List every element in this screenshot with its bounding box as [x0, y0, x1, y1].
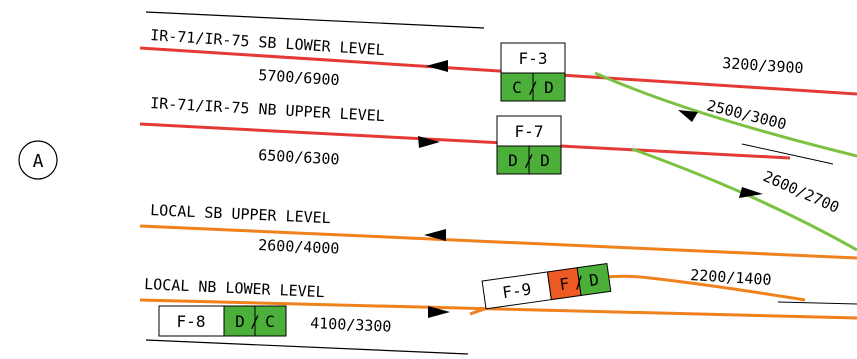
segment-f9-pm-los: D: [588, 270, 600, 290]
local-nb-volume: 4100/3300: [310, 314, 392, 336]
segment-f7-box: F-7 D / D: [496, 115, 562, 175]
entry-ramp: [594, 71, 857, 158]
local-sb-label: LOCAL SB UPPER LEVEL: [150, 201, 331, 227]
entry-ramp-arrow: [678, 110, 698, 122]
local-nb-arrow: [428, 306, 450, 318]
sb-mainline-volume: 5700/6900: [258, 66, 340, 89]
nb-mainline-arrow: [418, 136, 440, 148]
bottom-border-line: [145, 339, 469, 355]
segment-f7-pm-los: D: [540, 151, 550, 170]
nb-mainline-label: IR-71/IR-75 NB UPPER LEVEL: [150, 94, 385, 125]
section-marker-label: A: [33, 151, 44, 172]
sb-mainline-label: IR-71/IR-75 SB LOWER LEVEL: [150, 26, 385, 59]
segment-f7-sep: /: [524, 151, 534, 170]
segment-f8-sep: /: [250, 312, 260, 331]
segment-f7-pm-cell: [528, 145, 562, 175]
tick-mark-lower: [777, 301, 857, 305]
nb-mainline-volume: 6500/6300: [258, 146, 340, 169]
segment-f8-box: F-8 D / C: [158, 305, 287, 337]
local-sb-arrow: [424, 229, 446, 241]
local-sb-volume: 2600/4000: [258, 236, 340, 258]
segment-f9-box: F-9 F / D: [481, 262, 612, 310]
local-nb-label: LOCAL NB LOWER LEVEL: [144, 275, 325, 301]
segment-f3-pm-los: D: [544, 78, 554, 97]
segment-f7-am-los: D: [508, 151, 518, 170]
exit-ramp: [631, 147, 857, 252]
segment-f8-am-cell: [223, 305, 256, 337]
segment-f3-sep: /: [528, 78, 538, 97]
section-marker-circle: [18, 140, 58, 180]
segment-f3-pm-cell: [532, 72, 566, 102]
segment-f3-am-los: C: [512, 78, 522, 97]
segment-f9-id: F-9: [501, 279, 532, 302]
segment-f3-id: F-3: [519, 49, 548, 68]
top-border-line: [145, 11, 485, 29]
tick-mark-upper: [741, 143, 834, 165]
segment-f8-am-los: D: [235, 312, 245, 331]
local-nb-right-volume: 2200/1400: [690, 266, 772, 289]
segment-f8-id: F-8: [177, 312, 206, 331]
exit-ramp-arrow: [739, 187, 763, 198]
exit-ramp-volume: 2600/2700: [760, 167, 842, 217]
segment-f8-pm-cell: [254, 305, 287, 337]
segment-f3-box: F-3 C / D: [500, 42, 566, 102]
segment-f7-am-cell: [496, 145, 530, 175]
sb-mainline: [139, 46, 857, 96]
segment-f7-id: F-7: [515, 122, 544, 141]
segment-f8-pm-los: C: [265, 312, 275, 331]
segment-f9-pm-cell: [576, 262, 612, 297]
local-nb-line: [139, 298, 857, 320]
local-sb-line: [139, 224, 857, 260]
nb-mainline: [139, 122, 791, 160]
segment-f3-am-cell: [500, 72, 534, 102]
sb-mainline-right-volume: 3200/3900: [722, 54, 804, 77]
segment-f9-sep: /: [573, 272, 585, 292]
segment-f9-am-los: F: [558, 274, 570, 294]
sb-mainline-arrow: [426, 60, 448, 72]
